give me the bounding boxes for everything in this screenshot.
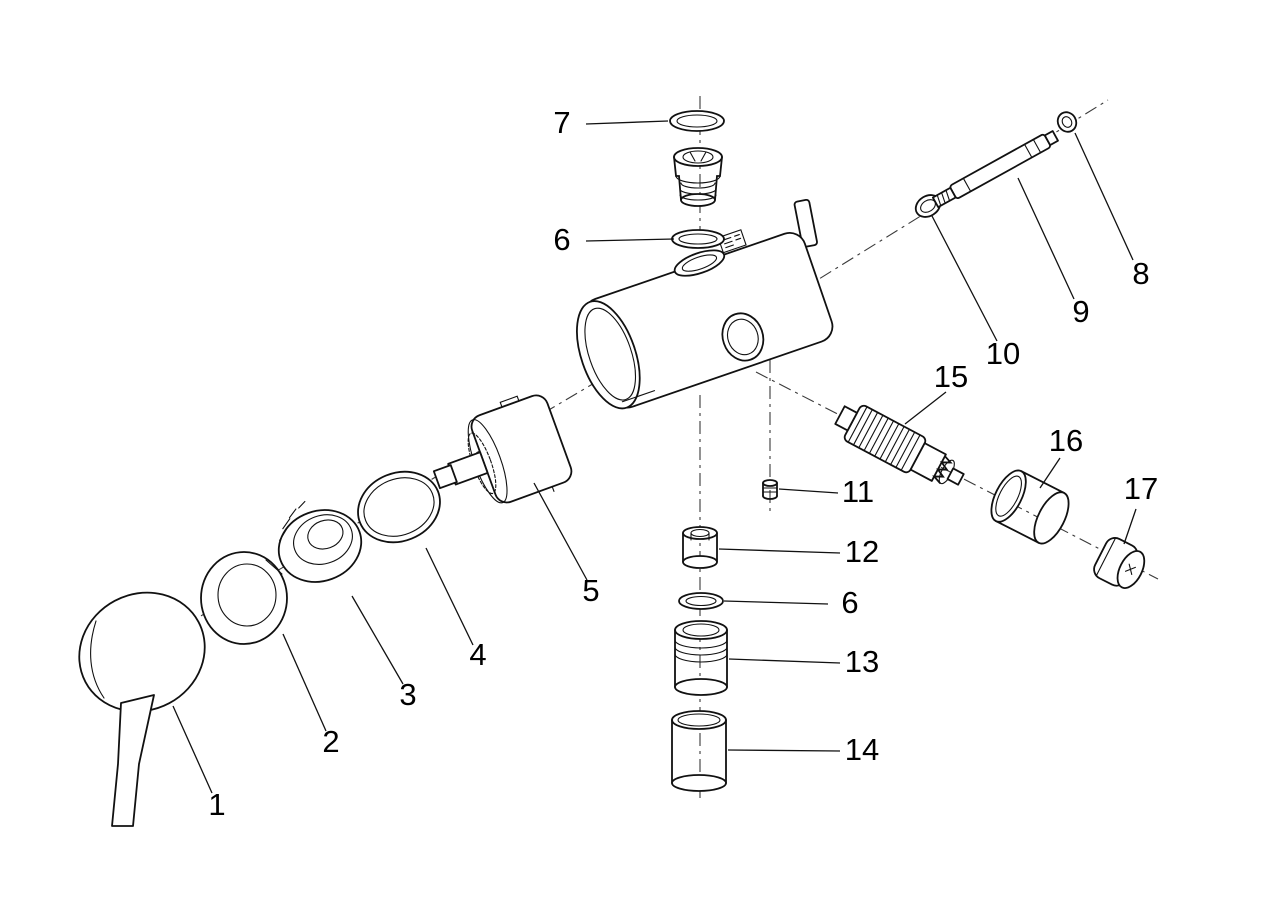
part-label-6-top: 6: [553, 222, 570, 257]
leader-9: [1017, 177, 1075, 300]
leader-2: [282, 633, 327, 732]
part-12-piston: [682, 526, 718, 569]
part-4-oring-large: [357, 470, 441, 544]
part-label-14: 14: [845, 732, 879, 767]
leader-17: [1123, 508, 1137, 545]
leader-1: [172, 705, 213, 794]
part-7-oring: [669, 110, 725, 132]
leader-10: [931, 215, 998, 342]
part-label-6-mid: 6: [841, 585, 858, 620]
leader-12: [718, 548, 841, 554]
body-front-opening: [576, 300, 641, 410]
adjustment-bushing: [673, 147, 723, 207]
part-9-spindle: [931, 130, 1059, 209]
leader-6-top: [585, 238, 675, 242]
part-label-5: 5: [582, 573, 599, 608]
part-label-4: 4: [469, 637, 486, 672]
part-15-thermostat-cartridge: [834, 404, 965, 486]
leader-lines: [172, 120, 1137, 794]
part-labels: 7 6 8 9 10 15 16 17 11 12 6 13 14 5 4 3 …: [208, 105, 1158, 822]
leader-7: [585, 120, 669, 125]
part-label-13: 13: [845, 644, 879, 679]
part-17-cap: [1093, 537, 1146, 589]
leader-3: [351, 595, 404, 685]
part-label-16: 16: [1049, 423, 1083, 458]
body-pipe-stub: [793, 198, 818, 248]
part-label-8: 8: [1132, 256, 1149, 291]
part-label-10: 10: [986, 336, 1020, 371]
part-6-oring-mid: [678, 592, 724, 610]
part-11-set-screw: [762, 479, 778, 500]
leader-6-mid: [723, 600, 829, 605]
part-label-11: 11: [842, 474, 874, 509]
part-14-sleeve: [671, 710, 727, 792]
part-8-snap-ring: [1056, 111, 1078, 133]
part-3-threaded-cap: [277, 500, 363, 583]
center-lines: [95, 96, 1159, 798]
part-label-1: 1: [208, 787, 225, 822]
part-2-escutcheon-ring: [200, 551, 288, 645]
part-16-sleeve: [990, 469, 1070, 545]
part-1-handle: [78, 591, 206, 827]
part-label-3: 3: [399, 677, 416, 712]
part-label-17: 17: [1124, 471, 1158, 506]
body-logo-mark: [717, 229, 747, 254]
leader-15: [904, 391, 947, 425]
leader-5: [533, 482, 588, 581]
part-6-oring-top: [671, 229, 725, 249]
part-label-2: 2: [322, 724, 339, 759]
part-label-12: 12: [845, 534, 879, 569]
valve-body: [576, 198, 834, 410]
part-label-15: 15: [934, 359, 968, 394]
body-top-port: [673, 249, 726, 277]
leader-14: [727, 749, 841, 752]
leader-11: [778, 488, 839, 494]
part-5-cartridge: [432, 394, 573, 504]
part-label-9: 9: [1072, 294, 1089, 329]
part-label-7: 7: [553, 105, 570, 140]
part-13-sleeve-ribbed: [674, 620, 728, 696]
leader-4: [425, 547, 474, 646]
leader-16: [1039, 457, 1061, 489]
leader-13: [728, 658, 841, 664]
leader-8: [1074, 132, 1134, 261]
